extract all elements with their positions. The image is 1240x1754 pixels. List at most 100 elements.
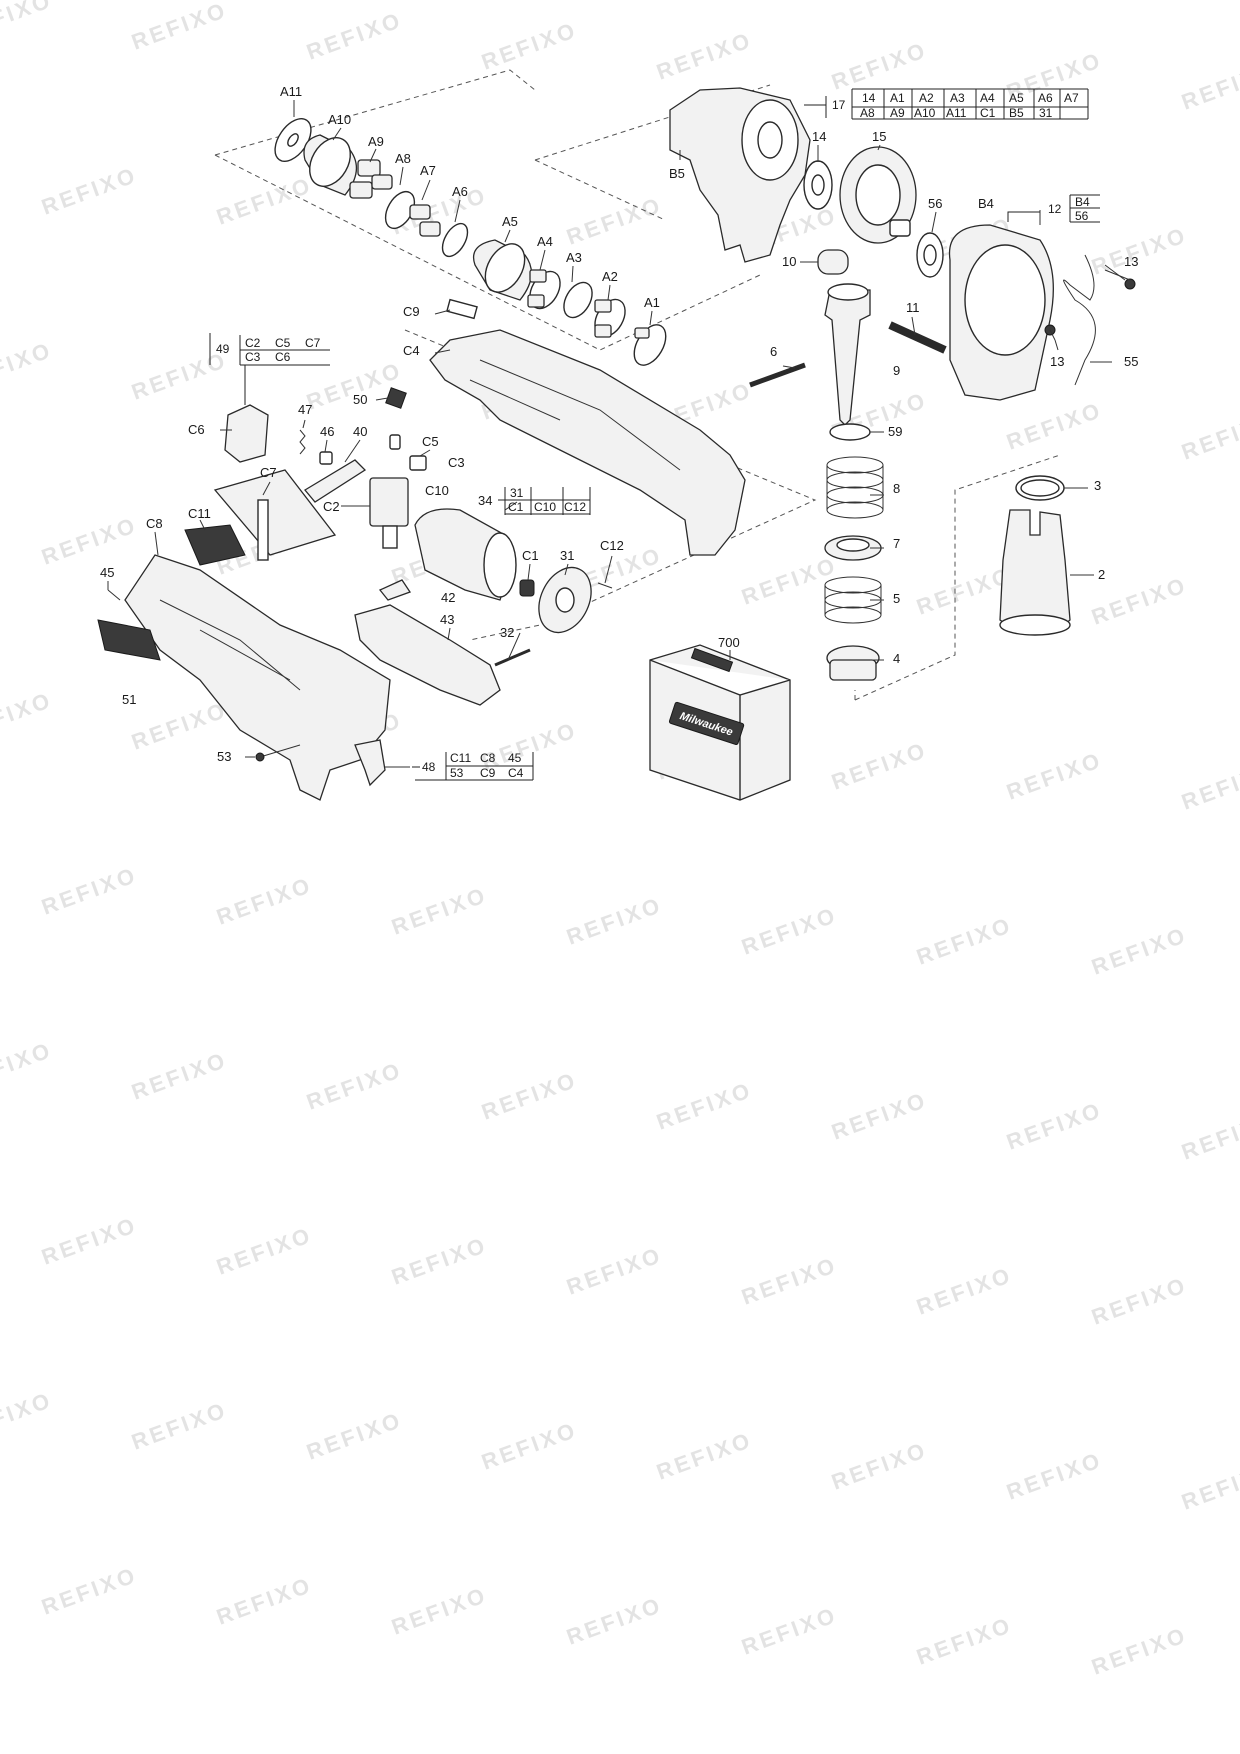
watermark-text: REFIXO [0, 1387, 56, 1445]
table-49-cell: C6 [275, 350, 291, 364]
table-48-id: 48 [422, 760, 436, 774]
watermark-text: REFIXO [653, 1077, 755, 1135]
label-C2: C2 [323, 499, 340, 514]
table-17-cell: 14 [862, 91, 876, 105]
watermark-text: REFIXO [128, 1047, 230, 1105]
table-17-cell: A11 [946, 106, 967, 120]
watermark-text: REFIXO [213, 872, 315, 930]
head-assembly-parts [669, 87, 1136, 401]
table-34-cell: C12 [564, 500, 586, 514]
table-17-cell: C1 [980, 106, 996, 120]
watermark-text: REFIXO [1178, 407, 1240, 465]
watermark-text: REFIXO [653, 27, 755, 85]
label-A8: A8 [395, 151, 411, 166]
label-C11: C11 [188, 506, 211, 521]
label-56: 56 [928, 196, 942, 211]
label-C12: C12 [600, 538, 624, 553]
watermark-text: REFIXO [828, 737, 930, 795]
watermark-text: REFIXO [563, 892, 665, 950]
label-6: 6 [770, 344, 777, 359]
table-12-cell: B4 [1075, 195, 1090, 209]
watermark-text: REFIXO [38, 1212, 140, 1270]
watermark-text: REFIXO [213, 172, 315, 230]
watermark-text: REFIXO [563, 192, 665, 250]
watermark-text: REFIXO [388, 1232, 490, 1290]
watermark-text: REFIXO [1178, 1457, 1240, 1515]
label-10: 10 [782, 254, 796, 269]
label-7: 7 [893, 536, 900, 551]
label-31: 31 [560, 548, 574, 563]
table-17-cell: A1 [890, 91, 905, 105]
label-40: 40 [353, 424, 367, 439]
table-48-cell: 53 [450, 766, 464, 780]
label-46: 46 [320, 424, 334, 439]
group-outlines [214, 69, 1061, 701]
watermark-text: REFIXO [213, 1572, 315, 1630]
label-C4: C4 [403, 343, 420, 358]
table-12-cell: 56 [1075, 209, 1089, 223]
watermark-text: REFIXO [1088, 1622, 1190, 1680]
table-17-cell: A6 [1038, 91, 1053, 105]
watermark-text: REFIXO [828, 1437, 930, 1495]
assembly-table-48: 48 C11 C8 45 53 C9 C4 [412, 751, 534, 781]
carry-case-700: Milwaukee [649, 644, 791, 801]
label-C9: C9 [403, 304, 420, 319]
label-C1: C1 [522, 548, 539, 563]
label-A2: A2 [602, 269, 618, 284]
label-2: 2 [1098, 567, 1105, 582]
assembly-table-49: 49 C2 C5 C7 C3 C6 [209, 333, 330, 405]
label-4: 4 [893, 651, 900, 666]
label-B4: B4 [978, 196, 994, 211]
watermark-text: REFIXO [1178, 757, 1240, 815]
label-11: 11 [906, 300, 920, 315]
part-labels: A11 A10 A9 A8 A7 A6 A5 A4 A3 A2 A1 B5 14… [100, 84, 1138, 764]
watermark-text: REFIXO [653, 1427, 755, 1485]
watermark-text: REFIXO [1088, 922, 1190, 980]
label-C3: C3 [448, 455, 465, 470]
label-55: 55 [1124, 354, 1138, 369]
label-A7: A7 [420, 163, 436, 178]
table-17-cell: A5 [1009, 91, 1024, 105]
table-48-cell: C9 [480, 766, 496, 780]
label-53: 53 [217, 749, 231, 764]
watermark-text: REFIXO [38, 512, 140, 570]
assembly-table-12: 12 B4 56 [1007, 194, 1100, 223]
watermark-text: REFIXO [388, 882, 490, 940]
table-17-id: 17 [832, 98, 846, 112]
watermark-text: REFIXO [128, 0, 230, 55]
watermark-text: REFIXO [738, 902, 840, 960]
table-49-cell: C5 [275, 336, 291, 350]
watermark-text: REFIXO [1088, 222, 1190, 280]
table-49-id: 49 [216, 342, 230, 356]
watermark-text: REFIXO [388, 1582, 490, 1640]
label-A3: A3 [566, 250, 582, 265]
gearbox-parts [274, 118, 667, 366]
label-5: 5 [893, 591, 900, 606]
table-17-cell: A10 [914, 106, 936, 120]
watermark-text: REFIXO [478, 1417, 580, 1475]
watermark-text: REFIXO [478, 1067, 580, 1125]
label-59: 59 [888, 424, 902, 439]
watermark-text: REFIXO [1088, 1272, 1190, 1330]
label-13-top: 13 [1124, 254, 1138, 269]
watermark-text: REFIXO [128, 697, 230, 755]
table-17-cell: A8 [860, 106, 875, 120]
watermark-text: REFIXO [1003, 1447, 1105, 1505]
watermark-text: REFIXO [213, 1222, 315, 1280]
watermark-text: REFIXO [478, 17, 580, 75]
watermark-text: REFIXO [0, 337, 56, 395]
label-A11: A11 [280, 84, 302, 99]
label-47: 47 [298, 402, 312, 417]
label-8: 8 [893, 481, 900, 496]
label-C6: C6 [188, 422, 205, 437]
label-C5: C5 [422, 434, 439, 449]
label-C7: C7 [260, 465, 277, 480]
watermark-text: REFIXO [1003, 397, 1105, 455]
label-14: 14 [812, 129, 826, 144]
label-C8: C8 [146, 516, 163, 531]
table-48-cell: C4 [508, 766, 524, 780]
table-12-id: 12 [1048, 202, 1062, 216]
watermark-text: REFIXO [0, 687, 56, 745]
table-17-cell: A3 [950, 91, 965, 105]
label-15: 15 [872, 129, 886, 144]
